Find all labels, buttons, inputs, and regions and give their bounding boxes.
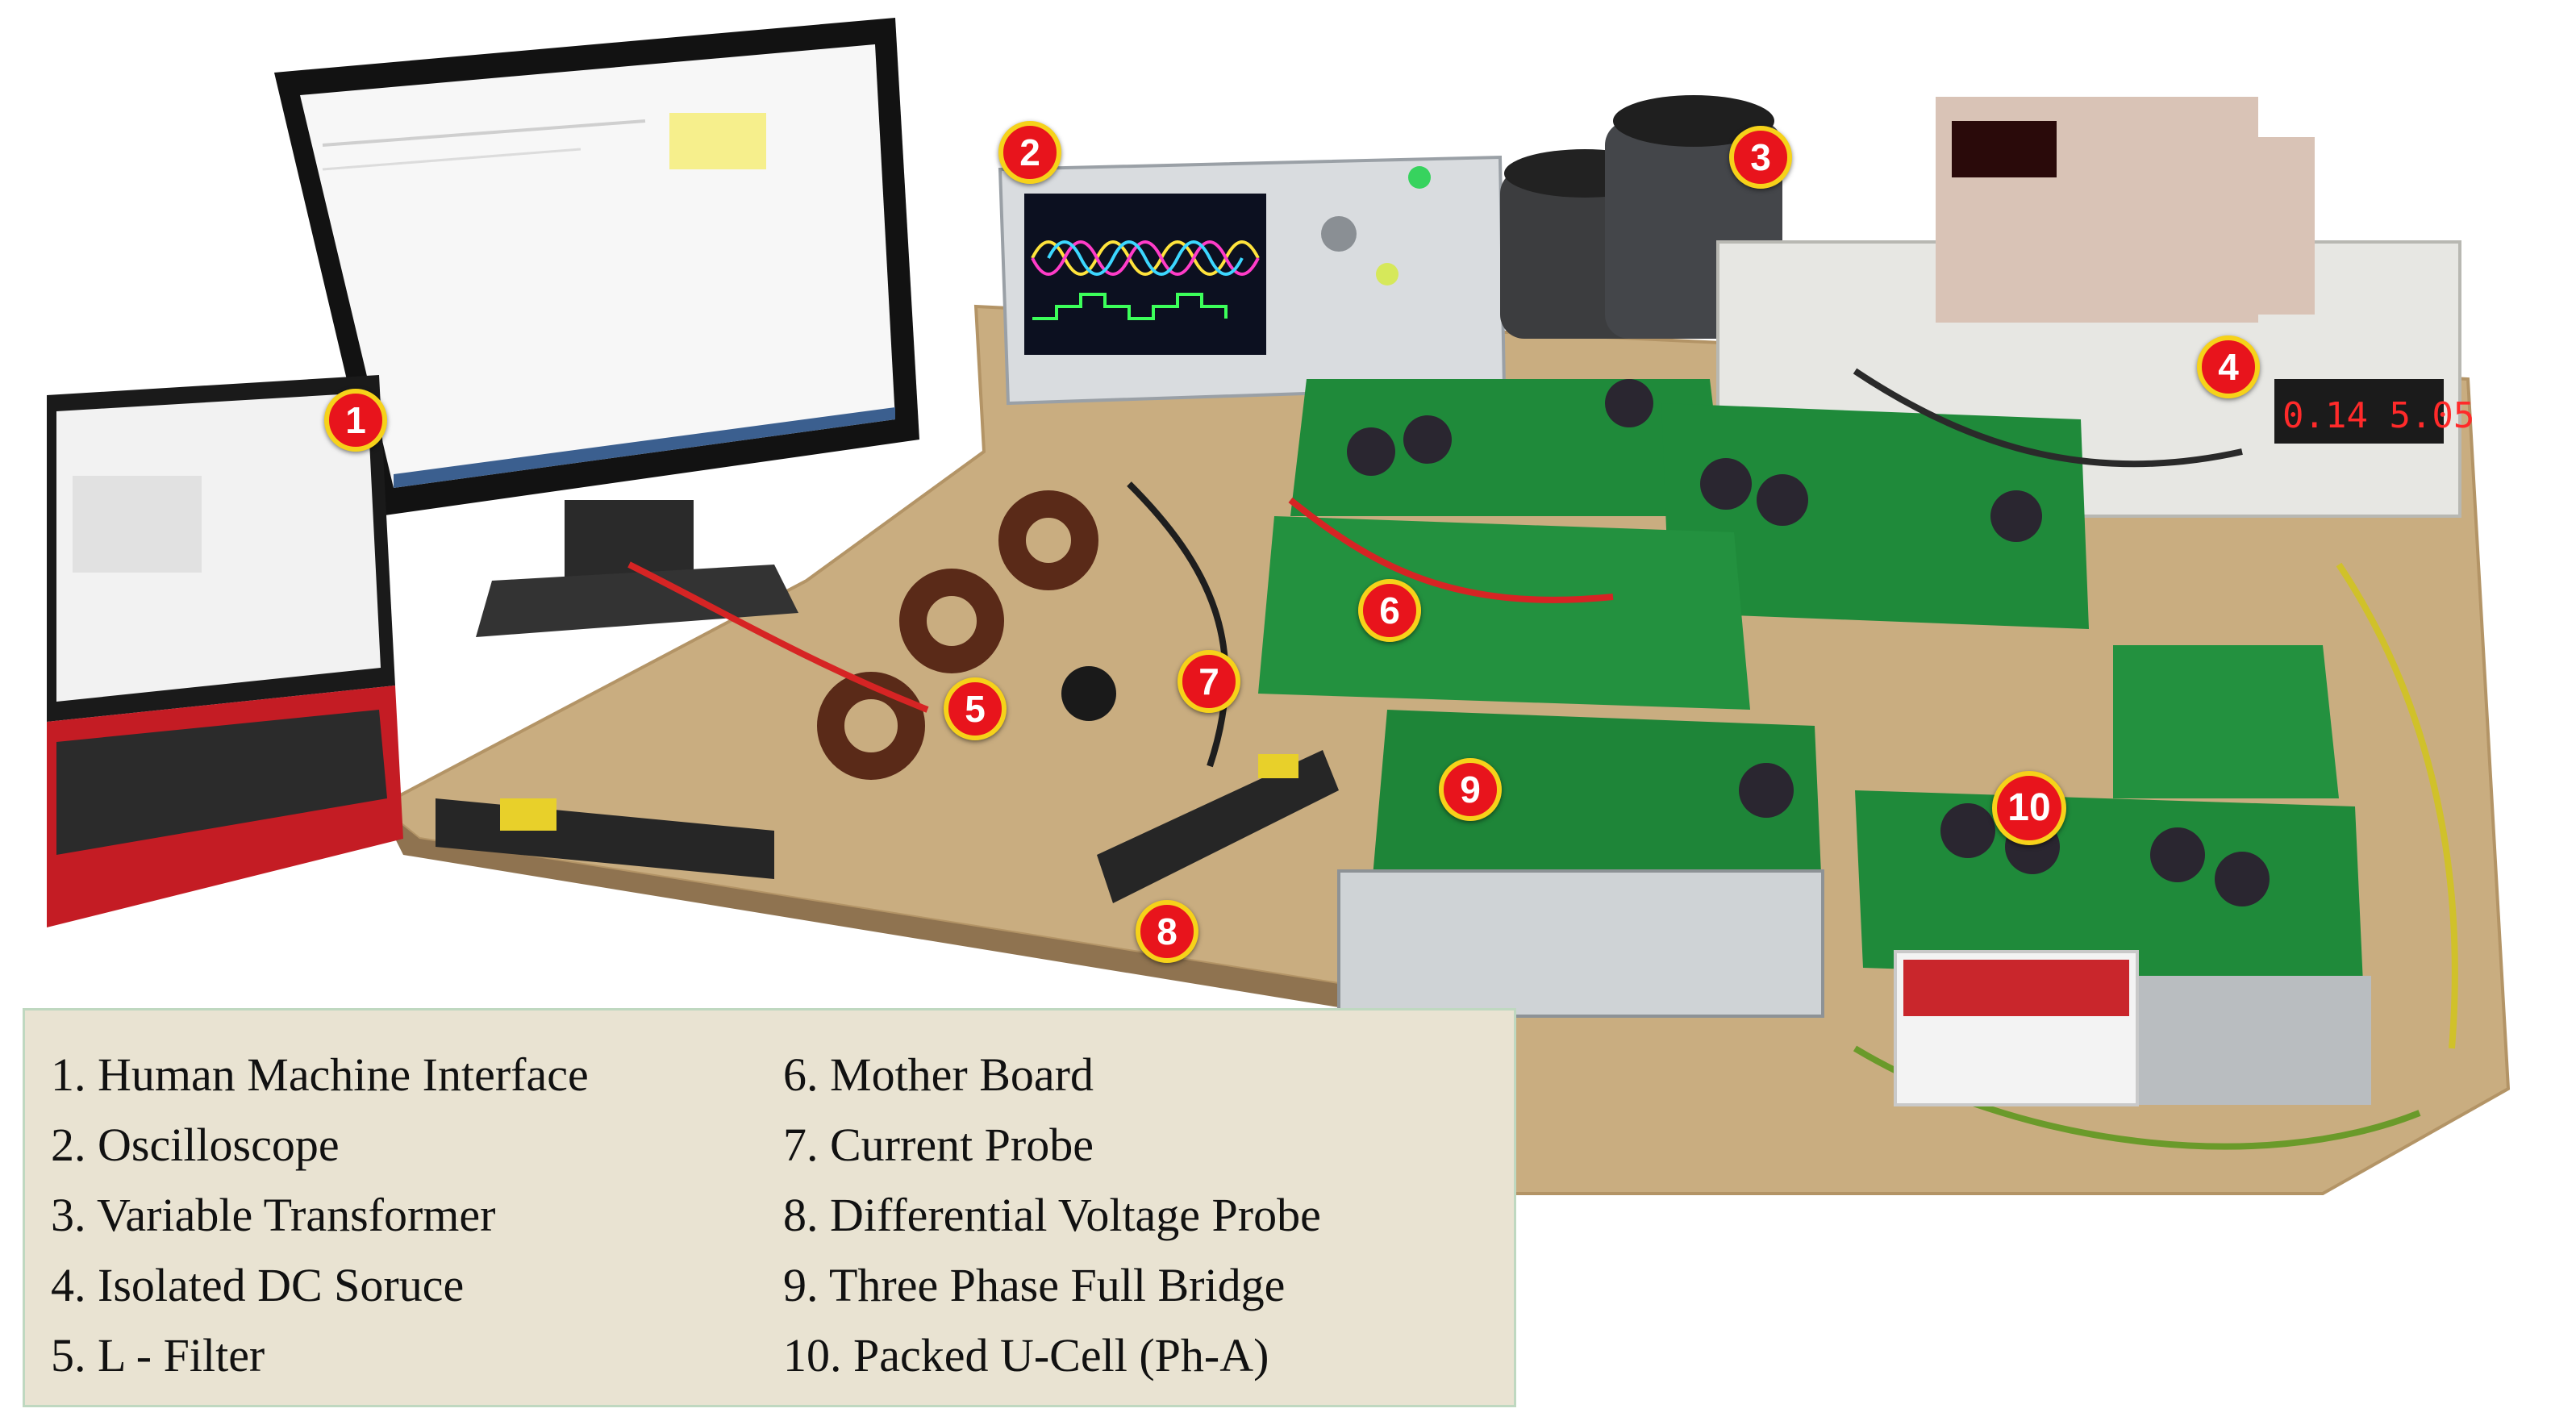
legend-item: 10. Packed U-Cell (Ph-A) xyxy=(783,1329,1269,1381)
marker-2: 2 xyxy=(998,121,1061,184)
marker-3: 3 xyxy=(1729,126,1792,189)
desktop-monitor xyxy=(274,18,919,637)
table-shadow xyxy=(379,806,1492,1032)
legend-item: 8. Differential Voltage Probe xyxy=(783,1189,1321,1241)
legend-item: 1. Human Machine Interface xyxy=(51,1048,589,1101)
marker-4: 4 xyxy=(2197,335,2260,398)
l-filter-inductors xyxy=(817,490,1098,780)
legend-item: 2. Oscilloscope xyxy=(51,1119,340,1171)
marker-9: 9 xyxy=(1439,758,1502,821)
legend-item: 9. Three Phase Full Bridge xyxy=(783,1259,1286,1311)
svg-text:0.14 5.05: 0.14 5.05 xyxy=(2282,395,2474,436)
legend-item: 5. L - Filter xyxy=(51,1329,265,1381)
probes xyxy=(436,666,1339,903)
legend-column-right: 6. Mother Board 7. Current Probe 8. Diff… xyxy=(783,1040,1321,1390)
marker-10: 10 xyxy=(1992,771,2066,845)
legend-item: 3. Variable Transformer xyxy=(51,1189,496,1241)
marker-6: 6 xyxy=(1358,579,1421,642)
marker-7: 7 xyxy=(1178,650,1240,713)
laptop xyxy=(47,375,403,927)
legend-item: 6. Mother Board xyxy=(783,1048,1094,1101)
component-legend: 1. Human Machine Interface 2. Oscillosco… xyxy=(23,1008,1516,1407)
caution-sign xyxy=(1894,950,2139,1106)
marker-5: 5 xyxy=(944,677,1007,740)
legend-item: 4. Isolated DC Soruce xyxy=(51,1259,465,1311)
marker-1: 1 xyxy=(324,389,387,452)
marker-8: 8 xyxy=(1136,900,1198,963)
legend-item: 7. Current Probe xyxy=(783,1119,1094,1171)
legend-column-left: 1. Human Machine Interface 2. Oscillosco… xyxy=(51,1040,589,1390)
oscilloscope xyxy=(998,155,1507,406)
